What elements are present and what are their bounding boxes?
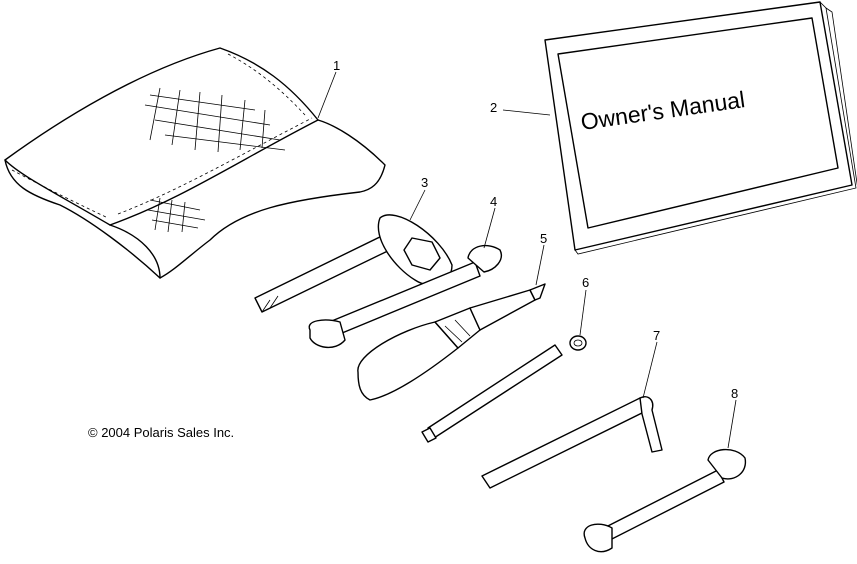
callout-5: 5 (535, 231, 547, 286)
callout-7: 7 (642, 328, 660, 399)
svg-text:1: 1 (333, 58, 340, 73)
callout-2: 2 (490, 100, 551, 116)
svg-text:7: 7 (653, 328, 660, 343)
svg-text:2: 2 (490, 100, 497, 115)
svg-text:4: 4 (490, 194, 497, 209)
svg-text:3: 3 (421, 175, 428, 190)
callout-3: 3 (409, 175, 428, 221)
screwdriver-icon (357, 283, 546, 401)
copyright-notice: © 2004 Polaris Sales Inc. (88, 425, 234, 440)
hex-key-icon (481, 396, 663, 489)
double-open-end-wrench-icon (583, 448, 747, 553)
owners-manual-icon: Owner's Manual (544, 1, 857, 255)
svg-text:6: 6 (582, 275, 589, 290)
tool-pouch-icon (4, 47, 386, 279)
callout-1: 1 (317, 58, 340, 119)
extension-bar-icon (421, 335, 587, 443)
callout-6: 6 (579, 275, 589, 336)
svg-text:5: 5 (540, 231, 547, 246)
callout-4: 4 (483, 194, 497, 249)
callout-8: 8 (727, 386, 738, 449)
open-end-wrench-icon (308, 244, 502, 348)
svg-text:8: 8 (731, 386, 738, 401)
socket-wrench-icon (254, 214, 453, 313)
